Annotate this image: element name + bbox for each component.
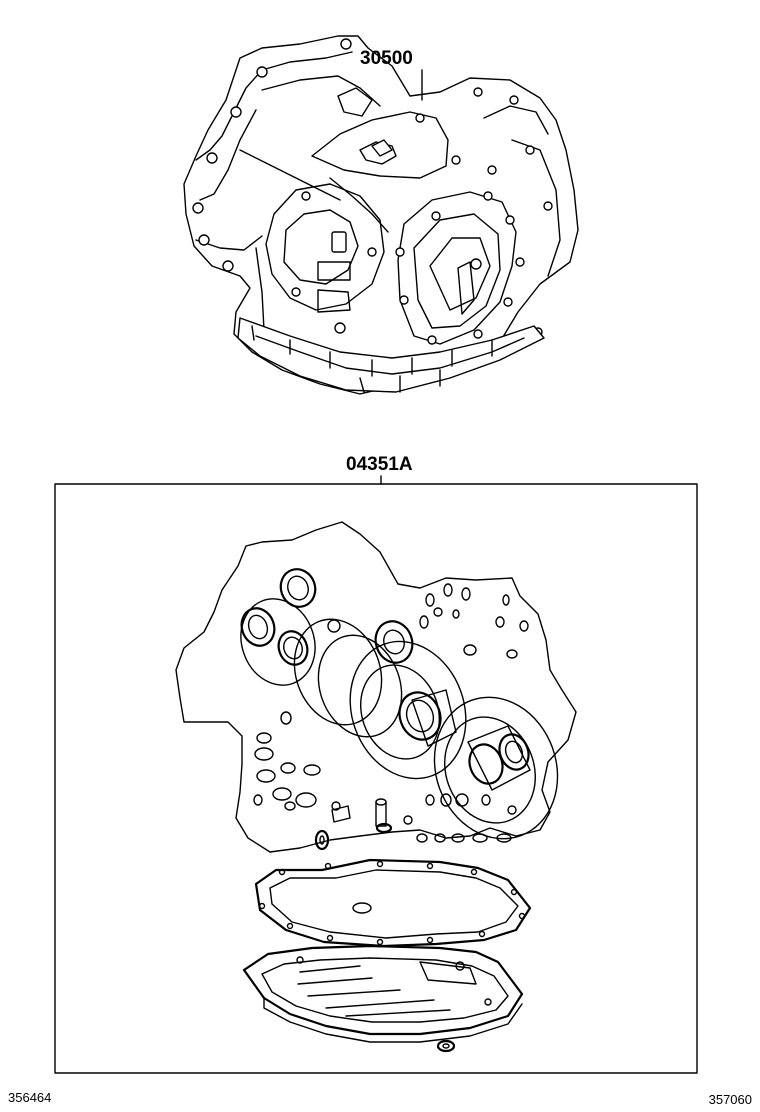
transaxle-part-number: 30500 xyxy=(360,48,413,69)
overhaul-kit-drawing xyxy=(175,521,577,1053)
footer-right-code: 357060 xyxy=(709,1092,752,1107)
kit-contents-frame xyxy=(54,483,698,1074)
callout-30500: 30500 xyxy=(360,48,423,101)
callout-04351a: 04351A xyxy=(346,454,413,485)
overhaul-kit-part-number: 04351A xyxy=(346,454,413,475)
transaxle-assembly-drawing xyxy=(183,35,579,395)
footer-left-code: 356464 xyxy=(8,1090,51,1105)
